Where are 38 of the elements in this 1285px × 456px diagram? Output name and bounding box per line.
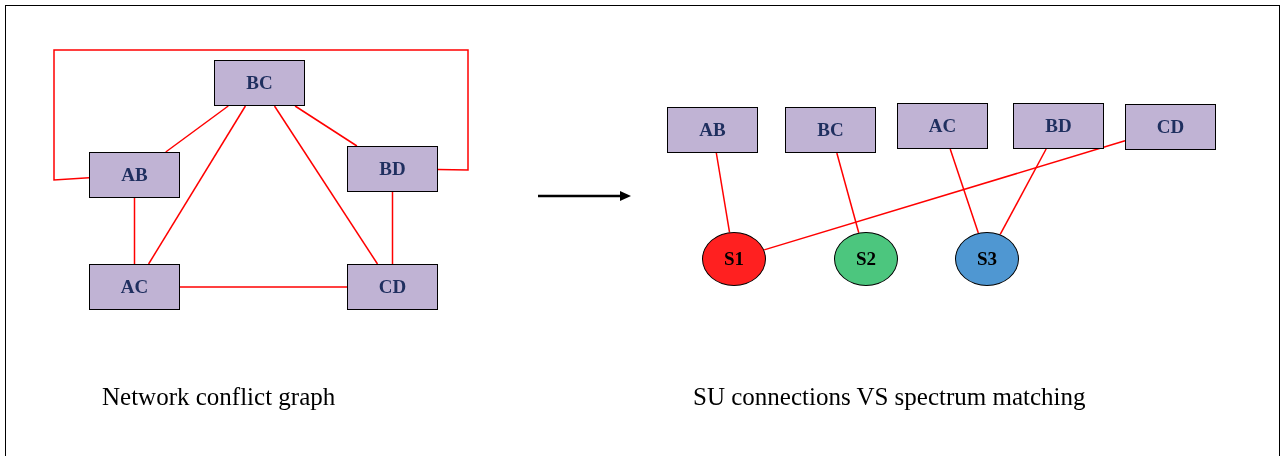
link-box <box>89 264 180 310</box>
link-box <box>214 60 305 106</box>
node-label: BC <box>246 70 273 95</box>
connector-line <box>836 152 860 234</box>
link-box <box>347 146 438 192</box>
connector-line <box>294 105 358 147</box>
node-label: BC <box>817 117 844 142</box>
node-label: BD <box>379 156 406 181</box>
node-label: S1 <box>723 246 745 271</box>
node-label: AC <box>928 113 957 138</box>
node-label: BD <box>1045 113 1072 138</box>
link-box <box>667 107 758 153</box>
connector-line <box>391 191 394 265</box>
link-box <box>347 264 438 310</box>
node-label: S3 <box>976 246 998 271</box>
node-label: AB <box>699 117 726 142</box>
connector-line <box>165 105 229 153</box>
node-label: AC <box>120 274 149 299</box>
caption-text: SU connections VS spectrum matching <box>693 382 1086 412</box>
link-box <box>1125 104 1216 150</box>
node-label: AB <box>121 162 148 187</box>
connector-line <box>53 49 469 181</box>
connector-line <box>999 148 1047 236</box>
connector-line <box>763 140 1126 251</box>
node-label: CD <box>378 274 407 299</box>
connector-line <box>179 286 348 288</box>
node-label: S2 <box>855 246 877 271</box>
connector-line <box>147 105 247 265</box>
connector-line <box>715 152 731 233</box>
caption-text: Network conflict graph <box>102 382 336 412</box>
link-box <box>897 103 988 149</box>
node-label: CD <box>1156 114 1185 139</box>
connector-line <box>949 148 980 234</box>
link-box <box>1013 103 1104 149</box>
connector-line <box>273 105 379 265</box>
link-box <box>785 107 876 153</box>
link-box <box>89 152 180 198</box>
connector-line <box>133 197 136 265</box>
